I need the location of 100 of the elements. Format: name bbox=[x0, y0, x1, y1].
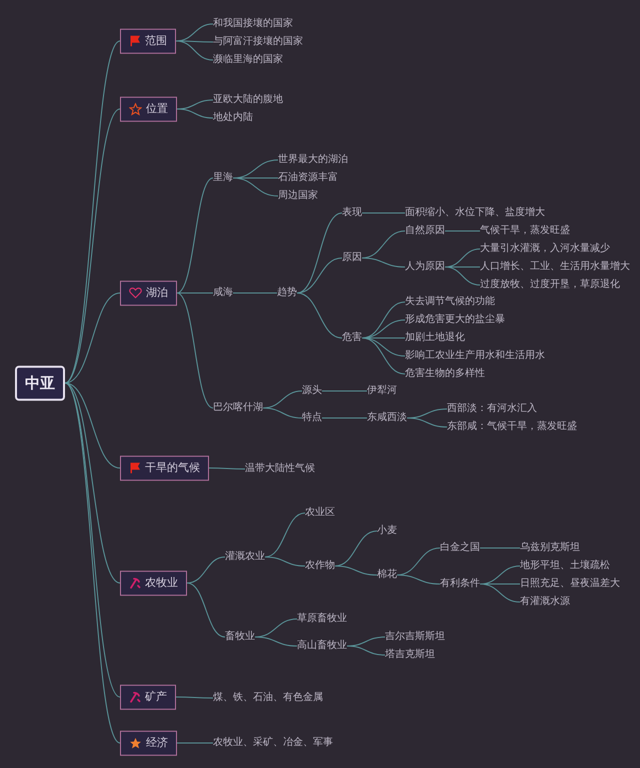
branch-label: 东部咸：气候干旱，蒸发旺盛 bbox=[447, 420, 577, 434]
branch-label: 源头 bbox=[302, 384, 322, 398]
topic-box bbox=[120, 96, 177, 122]
branch-label: 趋势 bbox=[277, 286, 297, 300]
branch-label: 石油资源丰富 bbox=[278, 171, 338, 185]
branch-label: 煤、铁、石油、有色金属 bbox=[213, 691, 323, 705]
branch-label: 气候干旱，蒸发旺盛 bbox=[480, 224, 570, 238]
branch-label: 与阿富汗接壤的国家 bbox=[213, 35, 303, 49]
branch-label: 面积缩小、水位下降、盐度增大 bbox=[405, 206, 545, 220]
connector bbox=[362, 258, 406, 268]
connector bbox=[362, 302, 406, 338]
branch-label: 特点 bbox=[302, 411, 322, 425]
connector bbox=[296, 258, 342, 294]
branch-label: 西部淡：有河水汇入 bbox=[447, 402, 537, 416]
connector bbox=[480, 584, 520, 602]
connector bbox=[64, 382, 120, 584]
branch-label: 东咸西淡 bbox=[367, 411, 407, 425]
branch-label: 大量引水灌溉，入河水量减少 bbox=[480, 242, 610, 256]
connector bbox=[176, 108, 214, 118]
branch-label: 加剧土地退化 bbox=[405, 331, 465, 345]
branch-label: 和我国接壤的国家 bbox=[213, 17, 293, 31]
branch-label: 濒临里海的国家 bbox=[213, 53, 283, 67]
connector bbox=[264, 556, 306, 566]
connector bbox=[64, 40, 120, 384]
branch-label: 自然原因 bbox=[405, 224, 445, 238]
branch-label: 有利条件 bbox=[440, 577, 480, 591]
branch-label: 人为原因 bbox=[405, 260, 445, 274]
branch-label: 有灌溉水源 bbox=[520, 595, 570, 609]
branch-label: 草原畜牧业 bbox=[297, 612, 347, 626]
connector bbox=[64, 382, 120, 468]
topic-box bbox=[120, 456, 209, 480]
connector bbox=[362, 338, 406, 356]
connector bbox=[186, 582, 226, 638]
topic-label: 干旱的气候 bbox=[145, 460, 200, 476]
connector bbox=[208, 468, 246, 470]
connector bbox=[296, 292, 342, 338]
branch-label: 表现 bbox=[342, 206, 362, 220]
branch-label: 世界最大的湖泊 bbox=[278, 153, 348, 167]
connector bbox=[232, 178, 278, 196]
connector bbox=[176, 742, 214, 744]
topic-label: 范围 bbox=[145, 32, 167, 49]
branch-label: 地形平坦、土壤疏松 bbox=[520, 559, 610, 573]
branch-label: 影响工农业生产用水和生活用水 bbox=[405, 349, 545, 363]
connector bbox=[334, 566, 378, 576]
branch-label: 白金之国 bbox=[440, 541, 480, 555]
branch-label: 温带大陆性气候 bbox=[245, 462, 315, 476]
branch-label: 高山畜牧业 bbox=[297, 639, 347, 653]
topic-box bbox=[120, 730, 177, 756]
topic-box bbox=[120, 28, 176, 54]
connector bbox=[444, 266, 480, 286]
branch-label: 农作物 bbox=[305, 559, 335, 573]
branch-label: 亚欧大陆的腹地 bbox=[213, 93, 283, 107]
connector bbox=[362, 338, 406, 374]
branch-label: 里海 bbox=[213, 171, 233, 185]
connector bbox=[396, 574, 440, 584]
topic-box bbox=[120, 570, 187, 596]
connector bbox=[406, 418, 448, 428]
branch-label: 形成危害更大的盐尘暴 bbox=[405, 313, 505, 327]
root-box: 中亚 bbox=[15, 366, 65, 400]
branch-label: 过度放牧、过度开垦，草原退化 bbox=[480, 278, 620, 292]
topic-label: 矿产 bbox=[145, 688, 167, 705]
branch-label: 畜牧业 bbox=[225, 630, 255, 644]
branch-label: 巴尔喀什湖 bbox=[213, 401, 263, 415]
connector bbox=[322, 390, 368, 392]
topic-label: 经济 bbox=[146, 734, 168, 751]
branch-label: 地处内陆 bbox=[213, 111, 253, 125]
branch-label: 咸海 bbox=[213, 286, 233, 300]
connector bbox=[176, 40, 214, 60]
topic-label: 湖泊 bbox=[146, 284, 168, 301]
connector bbox=[262, 408, 302, 418]
connector bbox=[176, 696, 214, 698]
branch-label: 吉尔吉斯斯坦 bbox=[385, 630, 445, 644]
branch-label: 失去调节气候的功能 bbox=[405, 295, 495, 309]
branch-label: 灌溉农业 bbox=[225, 550, 265, 564]
branch-label: 棉花 bbox=[377, 568, 397, 582]
connector bbox=[362, 212, 406, 214]
branch-label: 伊犁河 bbox=[367, 384, 397, 398]
topic-box bbox=[120, 684, 176, 710]
connector bbox=[334, 530, 378, 566]
branch-label: 原因 bbox=[342, 251, 362, 265]
branch-label: 周边国家 bbox=[278, 189, 318, 203]
connector bbox=[254, 636, 298, 646]
connector bbox=[264, 512, 306, 558]
branch-label: 乌兹别克斯坦 bbox=[520, 541, 580, 555]
branch-label: 日照充足、昼夜温差大 bbox=[520, 577, 620, 591]
connector bbox=[296, 212, 342, 294]
topic-label: 农牧业 bbox=[145, 574, 178, 591]
connector bbox=[176, 292, 214, 294]
branch-label: 农业区 bbox=[305, 506, 335, 520]
connector bbox=[64, 292, 120, 384]
branch-label: 塔吉克斯坦 bbox=[385, 648, 435, 662]
topic-box bbox=[120, 280, 177, 306]
connector bbox=[176, 178, 214, 294]
connector bbox=[176, 292, 214, 408]
connector bbox=[186, 556, 226, 584]
branch-label: 危害 bbox=[342, 331, 362, 345]
branch-label: 人口增长、工业、生活用水量增大 bbox=[480, 260, 630, 274]
connector bbox=[444, 230, 480, 232]
connector bbox=[346, 646, 386, 656]
branch-label: 农牧业、采矿、冶金、军事 bbox=[213, 736, 333, 750]
